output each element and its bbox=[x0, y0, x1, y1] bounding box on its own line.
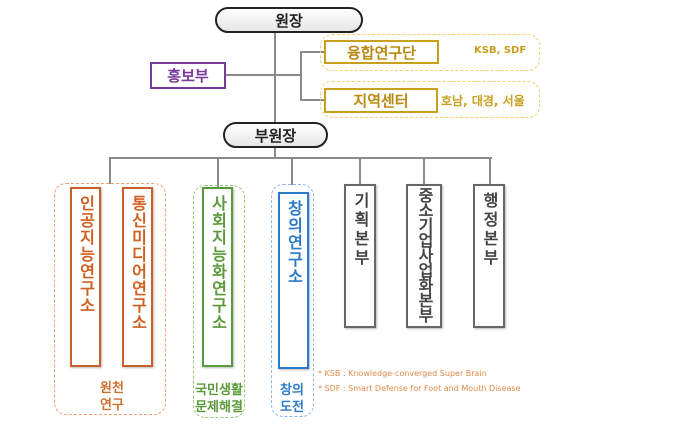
vice-director-box[interactable]: 부원장 bbox=[223, 122, 328, 148]
connector bbox=[423, 157, 425, 185]
social-intelligence-institute-box[interactable]: 사회지능화연구소 bbox=[202, 187, 233, 367]
telecom-media-institute-box[interactable]: 통신미디어연구소 bbox=[122, 187, 153, 367]
connector bbox=[217, 157, 219, 187]
social-intelligence-institute-label: 사회지능화연구소 bbox=[208, 195, 228, 331]
basic-research-group bbox=[54, 183, 166, 415]
ai-institute-box[interactable]: 인공지능연구소 bbox=[70, 187, 101, 367]
creative-institute-box[interactable]: 창의연구소 bbox=[278, 192, 309, 369]
telecom-media-institute-label: 통신미디어연구소 bbox=[128, 195, 148, 331]
footnote-ksb: * KSB : Knowledge-converged Super Brain bbox=[318, 369, 487, 378]
connector bbox=[300, 99, 324, 101]
creative-label: 창의 도전 bbox=[280, 383, 304, 415]
regional-note: 호남, 대경, 서울 bbox=[441, 94, 525, 108]
sme-commercialization-division-label: 중소기업사업화본부 bbox=[415, 187, 434, 322]
connector bbox=[225, 74, 301, 76]
social-label: 국민생활 문제해결 bbox=[195, 383, 243, 415]
footnote-sdf: * SDF : Smart Defense for Foot and Mouth… bbox=[318, 384, 521, 393]
social-group bbox=[193, 185, 245, 418]
creative-institute-label: 창의연구소 bbox=[284, 200, 304, 285]
creative-group bbox=[271, 184, 314, 417]
convergence-group bbox=[320, 34, 540, 71]
regional-center-box[interactable]: 지역센터 bbox=[324, 88, 438, 113]
administration-division-label: 행정본부 bbox=[480, 192, 499, 268]
connector bbox=[291, 157, 293, 185]
convergence-research-box[interactable]: 융합연구단 bbox=[324, 40, 439, 64]
planning-division-label: 기획본부 bbox=[351, 192, 370, 268]
connector bbox=[300, 51, 302, 100]
director-box[interactable]: 원장 bbox=[215, 7, 363, 33]
ai-institute-label: 인공지능연구소 bbox=[76, 195, 96, 314]
connector bbox=[489, 157, 491, 185]
planning-division-box[interactable]: 기획본부 bbox=[344, 184, 376, 328]
pr-department-box[interactable]: 홍보부 bbox=[150, 62, 226, 89]
basic-research-label: 원천 연구 bbox=[100, 381, 124, 413]
connector bbox=[300, 51, 324, 53]
connector bbox=[274, 32, 276, 158]
administration-division-box[interactable]: 행정본부 bbox=[473, 184, 505, 328]
connector bbox=[110, 157, 492, 159]
connector bbox=[359, 157, 361, 185]
connector bbox=[109, 157, 111, 184]
regional-group bbox=[320, 81, 540, 118]
convergence-note: KSB, SDF bbox=[474, 45, 527, 56]
sme-commercialization-division-box[interactable]: 중소기업사업화본부 bbox=[406, 184, 442, 328]
